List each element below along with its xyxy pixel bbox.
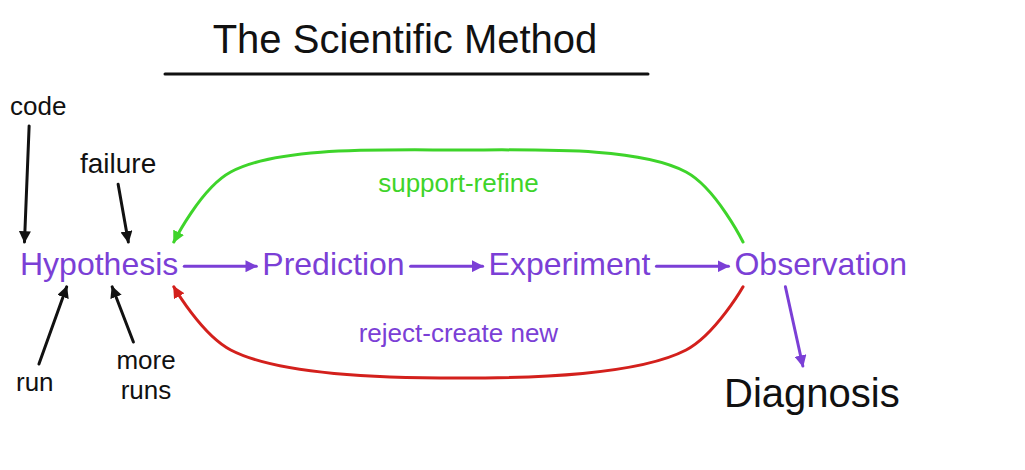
edge-label: support-refine [374,169,542,199]
input-word: failure [78,148,158,180]
node-text: run [14,368,56,398]
result-word: Diagnosis [722,370,902,416]
node-text: more runs [104,346,188,406]
input-word: code [8,92,68,122]
node-text: Observation [732,246,909,283]
node-text: Experiment [487,246,653,283]
flow-arrow [39,287,67,364]
flow-arrow [656,265,728,268]
input-word: more runs [104,346,188,406]
node-text: Diagnosis [722,370,902,416]
title-underline [165,73,648,76]
node-text: Hypothesis [18,246,180,283]
flow-arrow [112,287,133,342]
flow-arrow [184,265,256,268]
flow-arrow [118,184,128,242]
flow-arrow [411,265,483,268]
input-word: run [14,368,56,398]
step-word: Experiment [487,246,653,283]
step-word: Prediction [260,246,406,283]
step-word: Hypothesis [18,246,180,283]
flow-arrow [174,150,743,242]
node-text: code [8,92,68,122]
flow-arrow [785,287,802,366]
node-text: Prediction [260,246,406,283]
node-text: failure [78,148,158,180]
step-word: Observation [732,246,909,283]
edge-label: reject-create new [355,319,562,349]
flow-arrow [24,126,29,242]
diagram-title: The Scientific Method [150,16,660,62]
flow-arrow [174,287,743,378]
